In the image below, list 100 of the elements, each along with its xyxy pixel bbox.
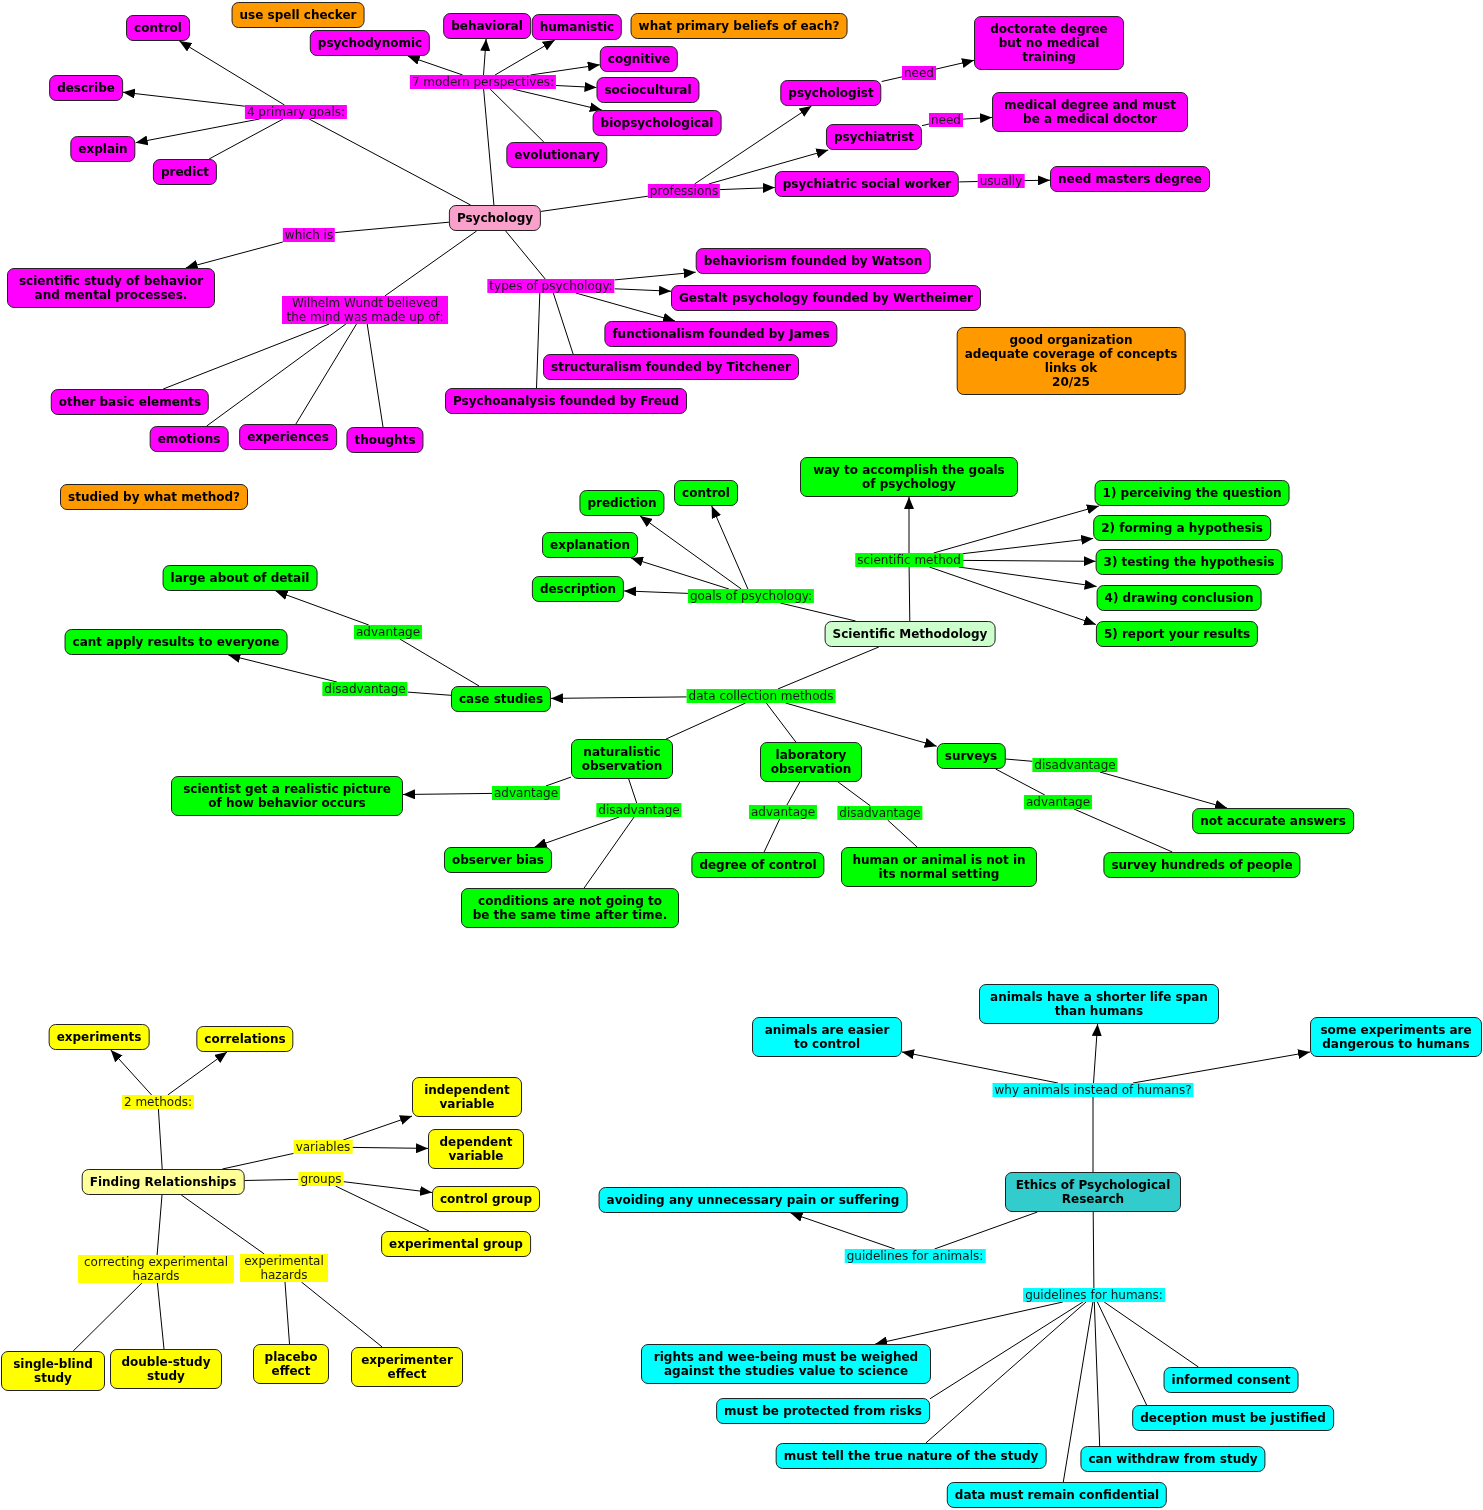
- concept-node: prediction: [579, 490, 665, 516]
- concept-node: control group: [432, 1186, 540, 1212]
- concept-node: psychiatrist: [825, 124, 923, 150]
- concept-node: informed consent: [1163, 1367, 1299, 1393]
- arrow: [342, 1115, 413, 1141]
- concept-node: scientist get a realistic picture of how behavior occurs: [171, 776, 403, 816]
- arrow: [958, 566, 1098, 590]
- connector-line: [765, 702, 797, 743]
- main-concept-node: Psychology: [448, 205, 542, 231]
- arrow: [402, 789, 493, 800]
- concept-node: sociocultural: [596, 77, 700, 103]
- arrow: [928, 566, 1097, 626]
- concept-node: control: [674, 480, 738, 506]
- linking-phrase: 4 primary goals:: [244, 105, 348, 119]
- comment-note: use spell checker: [231, 2, 365, 28]
- arrow: [534, 816, 620, 848]
- concept-node: surveys: [936, 743, 1006, 769]
- connector-line: [384, 230, 478, 297]
- concept-node: explain: [70, 136, 136, 162]
- connector-line: [180, 1194, 265, 1255]
- linking-phrase: why animals instead of humans?: [992, 1083, 1194, 1097]
- connector-line: [786, 781, 801, 806]
- concept-node: animals are easier to control: [752, 1017, 902, 1057]
- concept-node: survey hundreds of people: [1103, 852, 1301, 878]
- linking-phrase: correcting experimental hazards: [78, 1255, 234, 1283]
- comment-note: [956, 327, 1186, 395]
- linking-phrase: advantage: [748, 805, 818, 819]
- concept-node: medical degree and must be a medical doctor: [992, 92, 1188, 132]
- arrow: [227, 653, 338, 683]
- connector-line: [1096, 1301, 1148, 1406]
- linking-phrase: experimental hazards: [240, 1254, 328, 1282]
- connector-line: [925, 1301, 1087, 1444]
- connector-line: [908, 566, 911, 622]
- linking-phrase: usually: [977, 174, 1025, 188]
- main-concept-node: Scientific Methodology: [824, 621, 996, 647]
- connector-line: [536, 292, 541, 389]
- concept-node: describe: [49, 75, 123, 101]
- arrow: [122, 88, 246, 107]
- concept-node: experiences: [239, 424, 337, 450]
- concept-node: behaviorism founded by Watson: [695, 248, 931, 274]
- linking-phrase: data collection methods: [686, 689, 836, 703]
- arrow: [275, 590, 370, 626]
- arrow: [630, 556, 730, 590]
- arrow: [904, 496, 914, 554]
- concept-node: Gestalt psychology founded by Wertheimer: [671, 285, 981, 311]
- linking-phrase: 7 modern perspectives:: [409, 75, 557, 89]
- connector-line: [295, 323, 357, 425]
- connector-line: [763, 818, 781, 853]
- note-text: good organization: [1008, 333, 1134, 347]
- concept-node: psychodynomic: [309, 30, 431, 56]
- arrow: [623, 586, 689, 597]
- concept-node: human or animal is not in its normal setting: [841, 847, 1037, 887]
- concept-node: single-blind study: [1, 1351, 105, 1391]
- connector-line: [284, 1281, 290, 1345]
- arrow: [962, 556, 1097, 567]
- linking-phrase: need: [902, 66, 936, 80]
- arrow: [555, 81, 597, 92]
- connector-line: [489, 88, 545, 143]
- connector-line: [156, 1282, 165, 1350]
- connector-line: [1103, 1301, 1199, 1368]
- connector-line: [628, 778, 638, 804]
- arrow: [407, 55, 464, 76]
- connector-line: [157, 1108, 163, 1170]
- concept-node: degree of control: [691, 852, 825, 878]
- comment-note: studied by what method?: [60, 484, 248, 510]
- connector-line: [929, 1301, 1084, 1400]
- concept-node: other basic elements: [50, 389, 210, 415]
- connector-line: [243, 1178, 299, 1181]
- concept-node: need masters degree: [1050, 166, 1210, 192]
- connector-line: [1092, 1211, 1095, 1289]
- arrow: [1023, 175, 1051, 186]
- arrow: [694, 105, 812, 185]
- connector-line: [1073, 808, 1173, 853]
- concept-node: description: [531, 576, 625, 602]
- linking-phrase: disadvantage: [596, 803, 682, 817]
- connector-line: [156, 1194, 163, 1256]
- concept-node: rights and wee-being must be weighed against the studies value to science: [641, 1344, 931, 1384]
- linking-phrase: disadvantage: [1032, 758, 1118, 772]
- concept-node: naturalistic observation: [571, 739, 673, 779]
- concept-node: functionalism founded by James: [604, 321, 838, 347]
- concept-node: observer bias: [444, 847, 552, 873]
- concept-node: deception must be justified: [1132, 1405, 1334, 1431]
- arrow: [110, 1049, 153, 1096]
- concept-node: biopsychological: [592, 110, 722, 136]
- connector-line: [366, 323, 384, 428]
- concept-node: psychiatric social worker: [774, 171, 960, 197]
- linking-phrase: goals of psychology:: [687, 589, 815, 603]
- concept-node: cant apply results to everyone: [64, 629, 288, 655]
- linking-phrase: 2 methods:: [121, 1095, 195, 1109]
- concept-node: doctorate degree but no medical training: [974, 16, 1124, 70]
- connector-line: [1004, 758, 1033, 762]
- connector-line: [1062, 1301, 1094, 1483]
- concept-node: behavioral: [443, 13, 531, 39]
- arrow: [711, 505, 749, 590]
- connector-line: [308, 118, 472, 206]
- concept-node: thoughts: [346, 427, 424, 453]
- connector-line: [399, 638, 480, 687]
- arrow: [933, 504, 1100, 554]
- concept-node: laboratory observation: [760, 742, 862, 782]
- arrow: [185, 241, 284, 270]
